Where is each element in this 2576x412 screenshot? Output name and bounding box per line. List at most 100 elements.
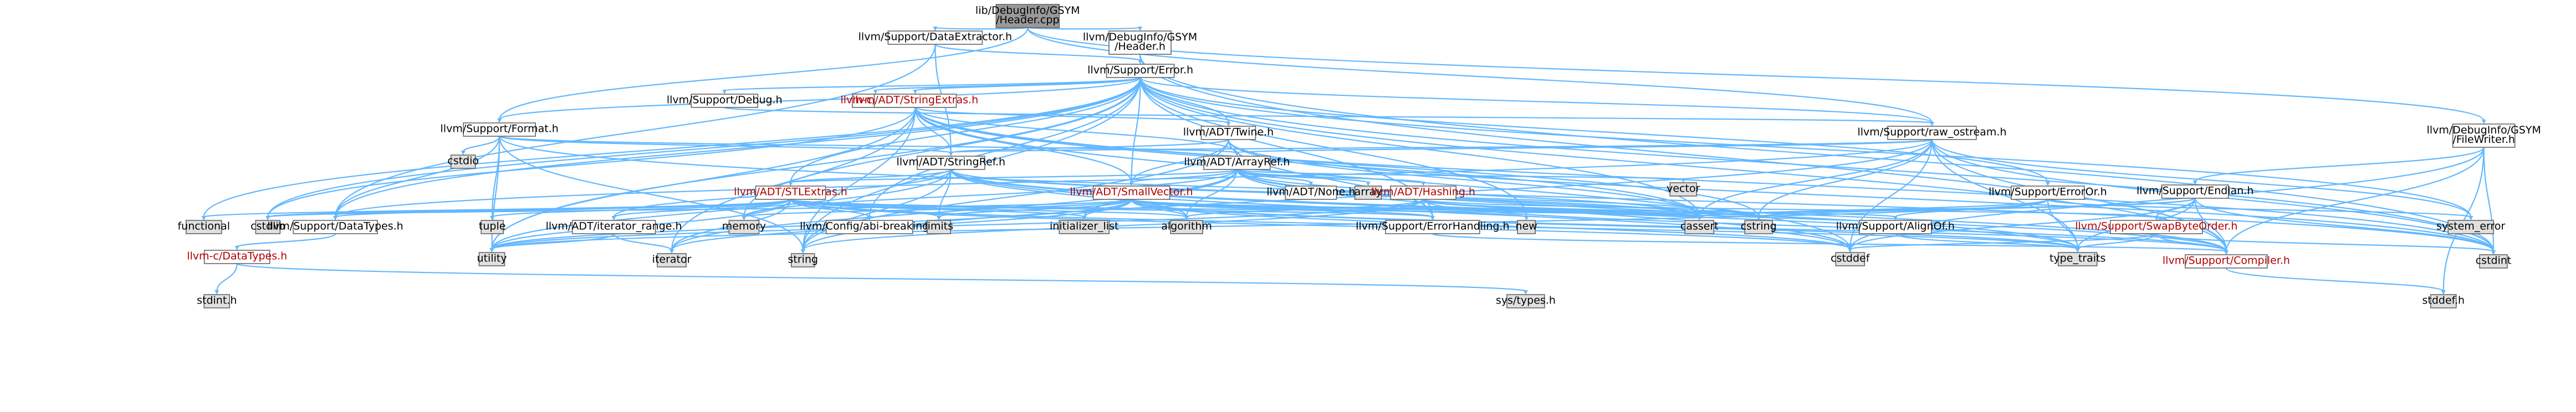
node-compiler[interactable]: llvm/Support/Compiler.h: [2163, 254, 2290, 269]
node-swaporder[interactable]: llvm/Support/SwapByteOrder.h: [2075, 220, 2237, 234]
node-stringref[interactable]: llvm/ADT/StringRef.h: [897, 156, 1005, 170]
include-edge-root-header: [1027, 27, 1141, 30]
edge-arrowhead: [2441, 290, 2446, 295]
node-label: llvm/DebugInfo/GSYM: [1083, 31, 1197, 43]
node-strext[interactable]: llvm/ADT/StringExtras.h: [852, 94, 978, 108]
node-array: array: [1355, 186, 1382, 200]
include-edge-smallvec-memory: [743, 198, 1132, 218]
node-label: limits: [924, 220, 953, 233]
node-label: llvm/ADT/StringExtras.h: [852, 94, 978, 106]
node-arrayref[interactable]: llvm/ADT/ArrayRef.h: [1184, 156, 1290, 170]
node-hashing[interactable]: llvm/ADT/Hashing.h: [1371, 186, 1475, 200]
node-label: vector: [1667, 183, 1700, 195]
include-edge-error-stlextras: [790, 77, 1141, 183]
edge-arrowhead: [1524, 216, 1529, 220]
node-typetraits: type_traits: [2049, 252, 2105, 266]
node-label: lib/DebugInfo/GSYM: [975, 4, 1080, 17]
node-stlextras[interactable]: llvm/ADT/STLExtras.h: [734, 186, 847, 200]
node-cstdio: cstdio: [447, 154, 479, 169]
node-box: [2452, 123, 2516, 148]
edge-arrowhead: [948, 152, 953, 156]
node-error[interactable]: llvm/Support/Error.h: [1087, 64, 1193, 78]
node-box: [1835, 252, 1865, 266]
node-systypes: sys/types.h: [1496, 294, 1556, 308]
node-label: sys/types.h: [1496, 295, 1556, 307]
node-configbrk[interactable]: llvm/Config/abi-breaking.h: [800, 220, 939, 234]
edge-arrowhead: [611, 216, 616, 220]
node-box: [481, 220, 504, 234]
node-stdint: stdint.h: [197, 294, 237, 308]
node-box: [255, 220, 281, 234]
node-box: [657, 253, 687, 267]
node-label: memory: [722, 220, 766, 233]
node-label: llvm/ADT/Hashing.h: [1371, 186, 1475, 198]
node-box: [478, 252, 505, 266]
include-edge-smallvec-errhandling: [1131, 198, 1433, 218]
node-cstddef: cstddef: [1831, 252, 1870, 266]
node-box: [1203, 156, 1271, 170]
edge-arrowhead: [1430, 216, 1435, 220]
node-endian[interactable]: llvm/Support/Endian.h: [2137, 184, 2253, 199]
include-edge-arrayref-array: [1236, 168, 1369, 184]
include-edge-hashing-errhandling: [1423, 199, 1433, 218]
node-box: [887, 30, 983, 45]
node-label: tuple: [479, 220, 506, 233]
node-cdatatypes[interactable]: llvm-c/DataTypes.h: [187, 250, 287, 264]
include-edge-alignof-typetraits: [1894, 233, 2078, 250]
edge-arrowhead: [933, 27, 938, 31]
node-header[interactable]: llvm/DebugInfo/GSYM/Header.h: [1083, 30, 1197, 55]
node-smallvec[interactable]: llvm/ADT/SmallVector.h: [1070, 186, 1193, 200]
node-box: [1684, 220, 1715, 234]
include-edge-strext-twine: [914, 106, 1229, 124]
edge-arrowhead: [1756, 216, 1761, 220]
node-box: [2110, 220, 2203, 234]
node-label: llvm/ADT/ArrayRef.h: [1184, 156, 1290, 168]
node-alignof[interactable]: llvm/Support/AlignOf.h: [1836, 220, 1955, 234]
node-datatypes[interactable]: llvm/Support/DataTypes.h: [267, 220, 403, 234]
include-edge-error-rawos: [1139, 77, 1933, 123]
include-edge-stlextras-datatypes: [335, 198, 791, 218]
node-root[interactable]: lib/DebugInfo/GSYM/Header.cpp: [975, 4, 1080, 28]
node-none[interactable]: llvm/ADT/None.h: [1266, 186, 1355, 200]
node-label: llvm-c/DataTypes.h: [187, 250, 287, 262]
edge-arrowhead: [1366, 182, 1371, 186]
node-box: [1108, 30, 1172, 55]
node-twine[interactable]: llvm/ADT/Twine.h: [1183, 126, 1274, 140]
node-label: /FileWriter.h: [2452, 133, 2515, 146]
node-errhandling[interactable]: llvm/Support/ErrorHandling.h: [1356, 220, 1509, 234]
include-edge-filewriter-compiler: [2225, 147, 2485, 252]
edge-arrowhead: [2481, 120, 2486, 124]
node-label: stdint.h: [197, 295, 237, 307]
node-erroror[interactable]: llvm/Support/ErrorOr.h: [1989, 186, 2107, 200]
edge-arrowhead: [497, 119, 502, 123]
node-box: [1669, 182, 1698, 197]
node-box: [2011, 186, 2085, 200]
include-edge-error-smallvec: [1131, 77, 1141, 183]
include-edge-arrayref-stlextras: [790, 168, 1238, 184]
edge-arrowhead: [1137, 27, 1142, 31]
node-iterrange[interactable]: llvm/ADT/iterator_range.h: [546, 220, 682, 234]
node-dataext[interactable]: llvm/Support/DataExtractor.h: [858, 30, 1012, 45]
node-label: array: [1355, 186, 1382, 198]
node-filewriter[interactable]: llvm/DebugInfo/GSYM/FileWriter.h: [2427, 123, 2541, 148]
include-edge-cdatatypes-stdint: [216, 263, 238, 292]
include-edge-filewriter-stddef: [2442, 147, 2485, 292]
node-box: [2447, 220, 2495, 234]
node-rawos[interactable]: llvm/Support/raw_ostream.h: [1857, 126, 2007, 140]
include-edge-stlextras-cstddef: [790, 199, 1851, 250]
include-edge-iterrange-iterator: [613, 233, 673, 251]
edge-arrowhead: [2075, 248, 2080, 253]
node-label: cstring: [1741, 220, 1777, 233]
node-debug[interactable]: llvm/Support/Debug.h: [667, 94, 783, 108]
node-format[interactable]: llvm/Support/Format.h: [441, 122, 559, 137]
include-edge-strext-iterator: [671, 107, 916, 251]
include-edge-stringref-stlextras: [790, 168, 952, 184]
include-edge-arrayref-iterator: [671, 169, 1238, 251]
include-edge-swaporder-cstdint: [2155, 233, 2495, 253]
include-edge-format-cstdio: [462, 136, 500, 152]
node-label: new: [1516, 220, 1537, 233]
include-edge-stlextras-algorithm: [790, 198, 1188, 218]
node-functional: functional: [177, 220, 230, 234]
node-memory: memory: [722, 220, 766, 234]
node-cstdlib: cstdlib: [251, 220, 285, 234]
